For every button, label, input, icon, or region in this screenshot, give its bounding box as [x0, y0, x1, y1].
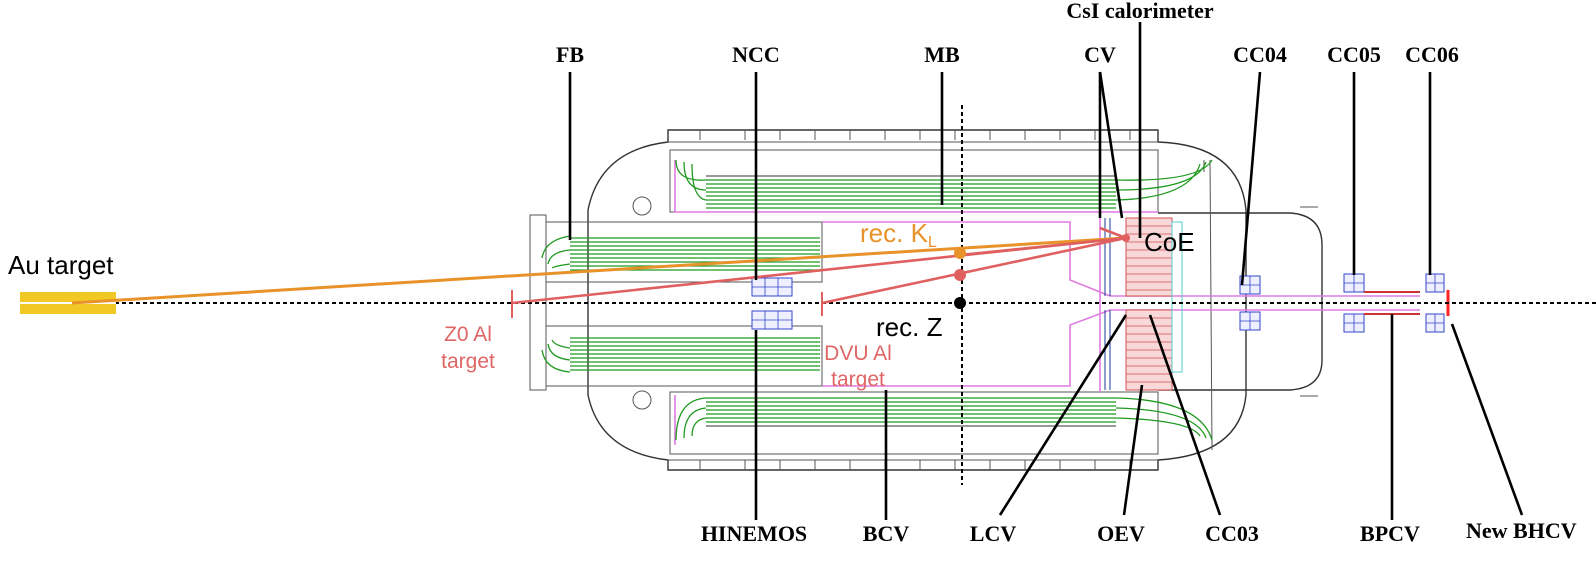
label-rec-z: rec. Z — [876, 312, 943, 342]
front-section — [529, 214, 823, 391]
inner-structure — [674, 160, 1420, 445]
rec-kl-track — [71, 236, 1127, 305]
label-z0-target-line1: Z0 Al — [444, 323, 492, 346]
rec-kl-point — [954, 247, 966, 259]
label-bpcv: BPCV — [1360, 521, 1420, 546]
red-point — [954, 269, 966, 281]
rec-z-point — [954, 297, 966, 309]
label-cc05: CC05 — [1327, 42, 1381, 67]
coe-point — [1122, 234, 1130, 242]
label-cv: CV — [1084, 42, 1116, 67]
label-rec-kl: rec. KL — [860, 218, 937, 251]
label-cc04: CC04 — [1233, 42, 1287, 67]
main-barrel-bottom — [675, 397, 1213, 441]
label-cc06: CC06 — [1405, 42, 1459, 67]
label-mb: MB — [924, 42, 960, 67]
label-dvu-target-line2: target — [831, 368, 885, 391]
label-bcv: BCV — [863, 521, 910, 546]
label-hinemos: HINEMOS — [701, 521, 807, 546]
label-au-target: Au target — [8, 250, 114, 280]
label-lcv: LCV — [970, 521, 1017, 546]
label-csi-calorimeter: CsI calorimeter — [1066, 0, 1213, 23]
red-tracks — [511, 226, 1127, 305]
label-cc03: CC03 — [1205, 521, 1259, 546]
label-oev: OEV — [1097, 521, 1145, 546]
label-new-bhcv: New BHCV — [1466, 518, 1577, 543]
leader-lines — [568, 22, 1524, 520]
label-ncc: NCC — [732, 42, 780, 67]
label-dvu-target-line1: DVU Al — [824, 342, 892, 365]
front-barrel-bottom — [541, 337, 820, 373]
label-coe: CoE — [1144, 227, 1195, 257]
label-z0-target-line2: target — [441, 350, 495, 373]
label-fb: FB — [556, 42, 584, 67]
csi-calorimeter — [1104, 217, 1183, 391]
main-barrel-top — [675, 159, 1213, 209]
